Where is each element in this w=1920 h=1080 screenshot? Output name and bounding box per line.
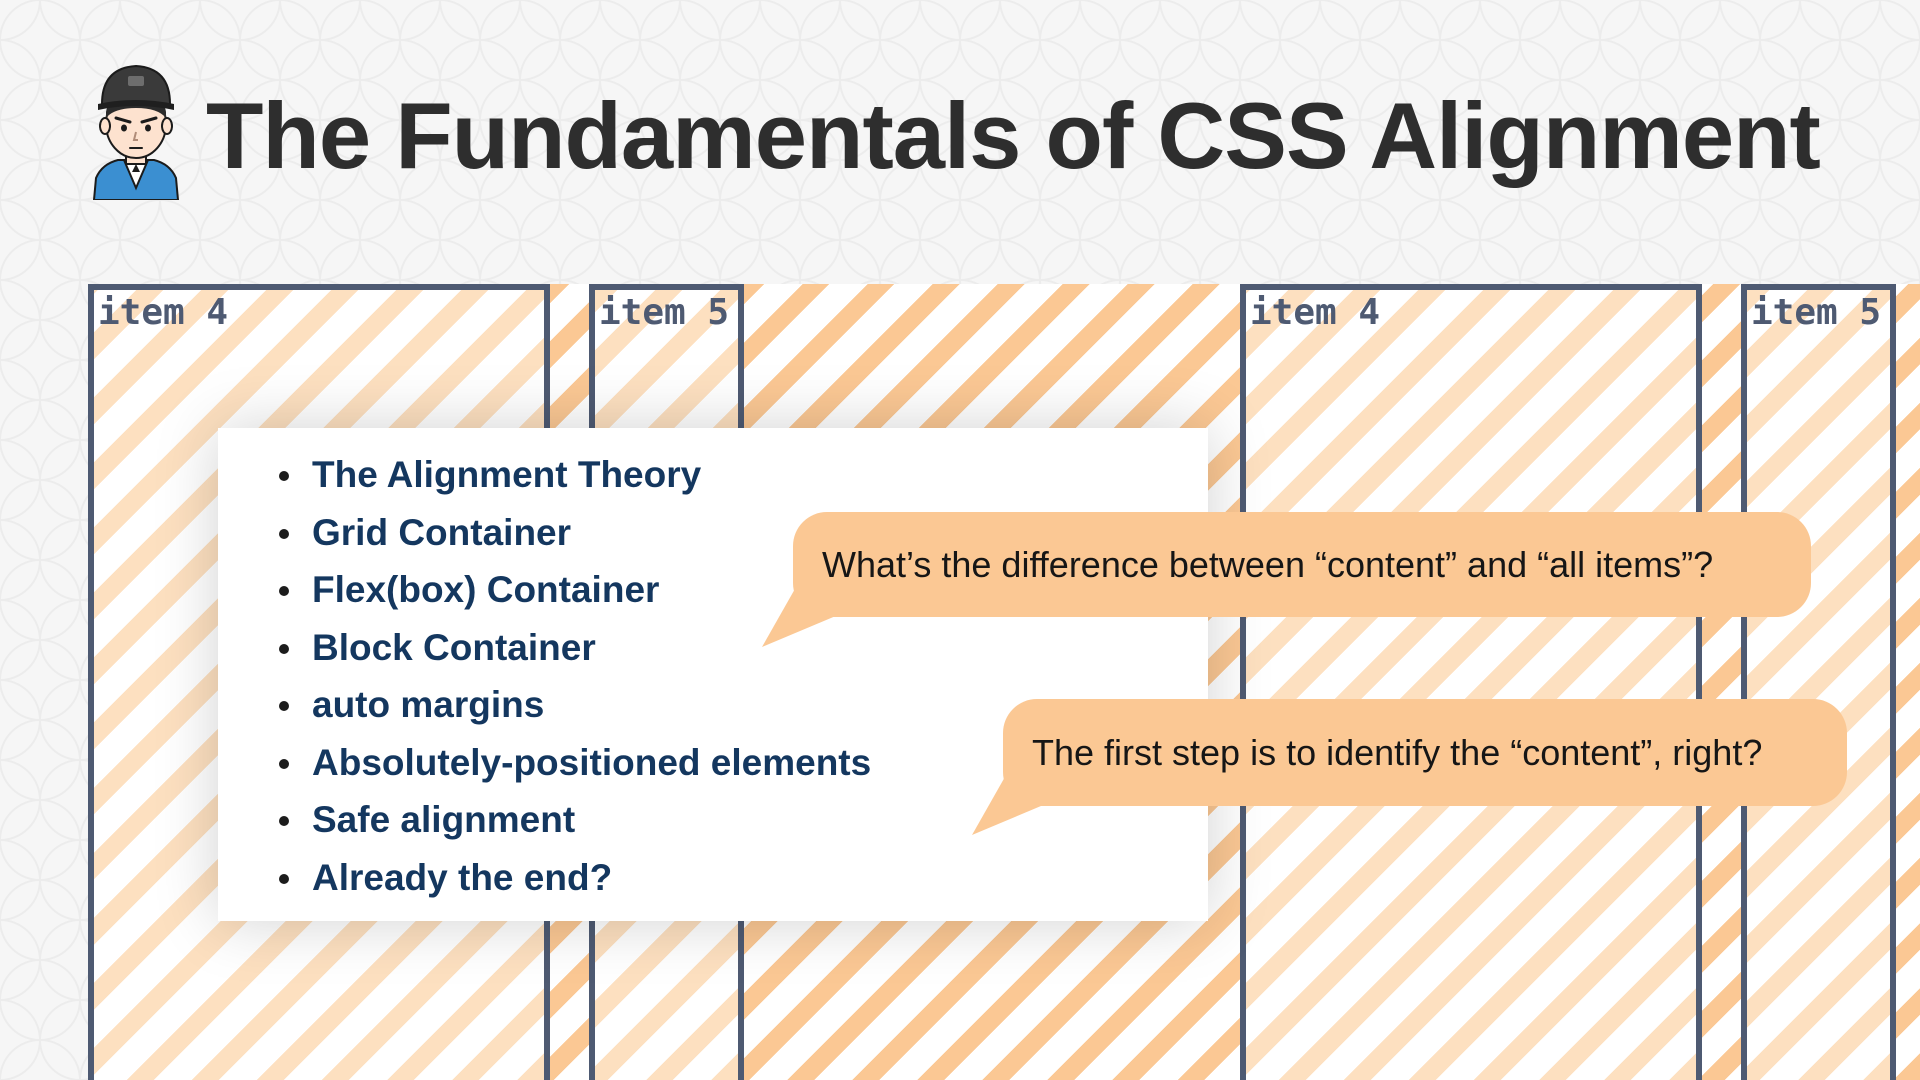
- agenda-item-label: Block Container: [312, 626, 596, 668]
- agenda-item: Block Container: [258, 623, 1208, 681]
- bullet-icon: [279, 701, 289, 711]
- bullet-icon: [279, 758, 289, 769]
- page-title: The Fundamentals of CSS Alignment: [206, 83, 1821, 188]
- agenda-item-label: The Alignment Theory: [312, 454, 702, 495]
- cartoon-avatar-icon: [92, 64, 180, 200]
- agenda-item: auto margins: [258, 680, 1208, 738]
- agenda-list: The Alignment Theory Grid Container Flex…: [218, 428, 1208, 910]
- agenda-card: The Alignment Theory Grid Container Flex…: [218, 428, 1208, 921]
- agenda-item: The Alignment Theory: [258, 450, 1208, 508]
- agenda-item-label: Grid Container: [312, 511, 572, 553]
- agenda-item: Safe alignment: [258, 795, 1208, 853]
- bullet-icon: [279, 816, 289, 826]
- grid-item-label: item 4: [1250, 292, 1381, 333]
- bullet-icon: [279, 471, 289, 481]
- agenda-item-label: Safe alignment: [312, 799, 576, 840]
- bullet-icon: [279, 586, 289, 596]
- speech-bubble-text: The first step is to identify the “conte…: [1032, 731, 1763, 773]
- agenda-item: Grid Container: [258, 508, 1208, 566]
- agenda-item: Already the end?: [258, 853, 1208, 911]
- grid-item: item 5: [1741, 284, 1896, 1080]
- grid-item: item 4: [1240, 284, 1702, 1080]
- header: The Fundamentals of CSS Alignment: [88, 60, 1821, 200]
- speech-bubble-text: What’s the difference between “content” …: [822, 543, 1714, 585]
- agenda-item-label: Absolutely-positioned elements: [312, 741, 872, 783]
- speech-bubble-question: What’s the difference between “content” …: [793, 512, 1811, 617]
- speech-bubble-answer: The first step is to identify the “conte…: [1003, 699, 1847, 806]
- agenda-item: Flex(box) Container: [258, 565, 1208, 623]
- grid-item-label: item 4: [98, 292, 229, 333]
- agenda-item-label: auto margins: [312, 684, 545, 725]
- agenda-item: Absolutely-positioned elements: [258, 738, 1208, 796]
- grid-item-label: item 5: [599, 292, 730, 333]
- bullet-icon: [279, 643, 289, 654]
- agenda-item-label: Flex(box) Container: [312, 569, 660, 610]
- agenda-item-label: Already the end?: [312, 856, 613, 898]
- bullet-icon: [279, 873, 289, 884]
- bullet-icon: [279, 528, 289, 539]
- grid-item-label: item 5: [1751, 292, 1882, 333]
